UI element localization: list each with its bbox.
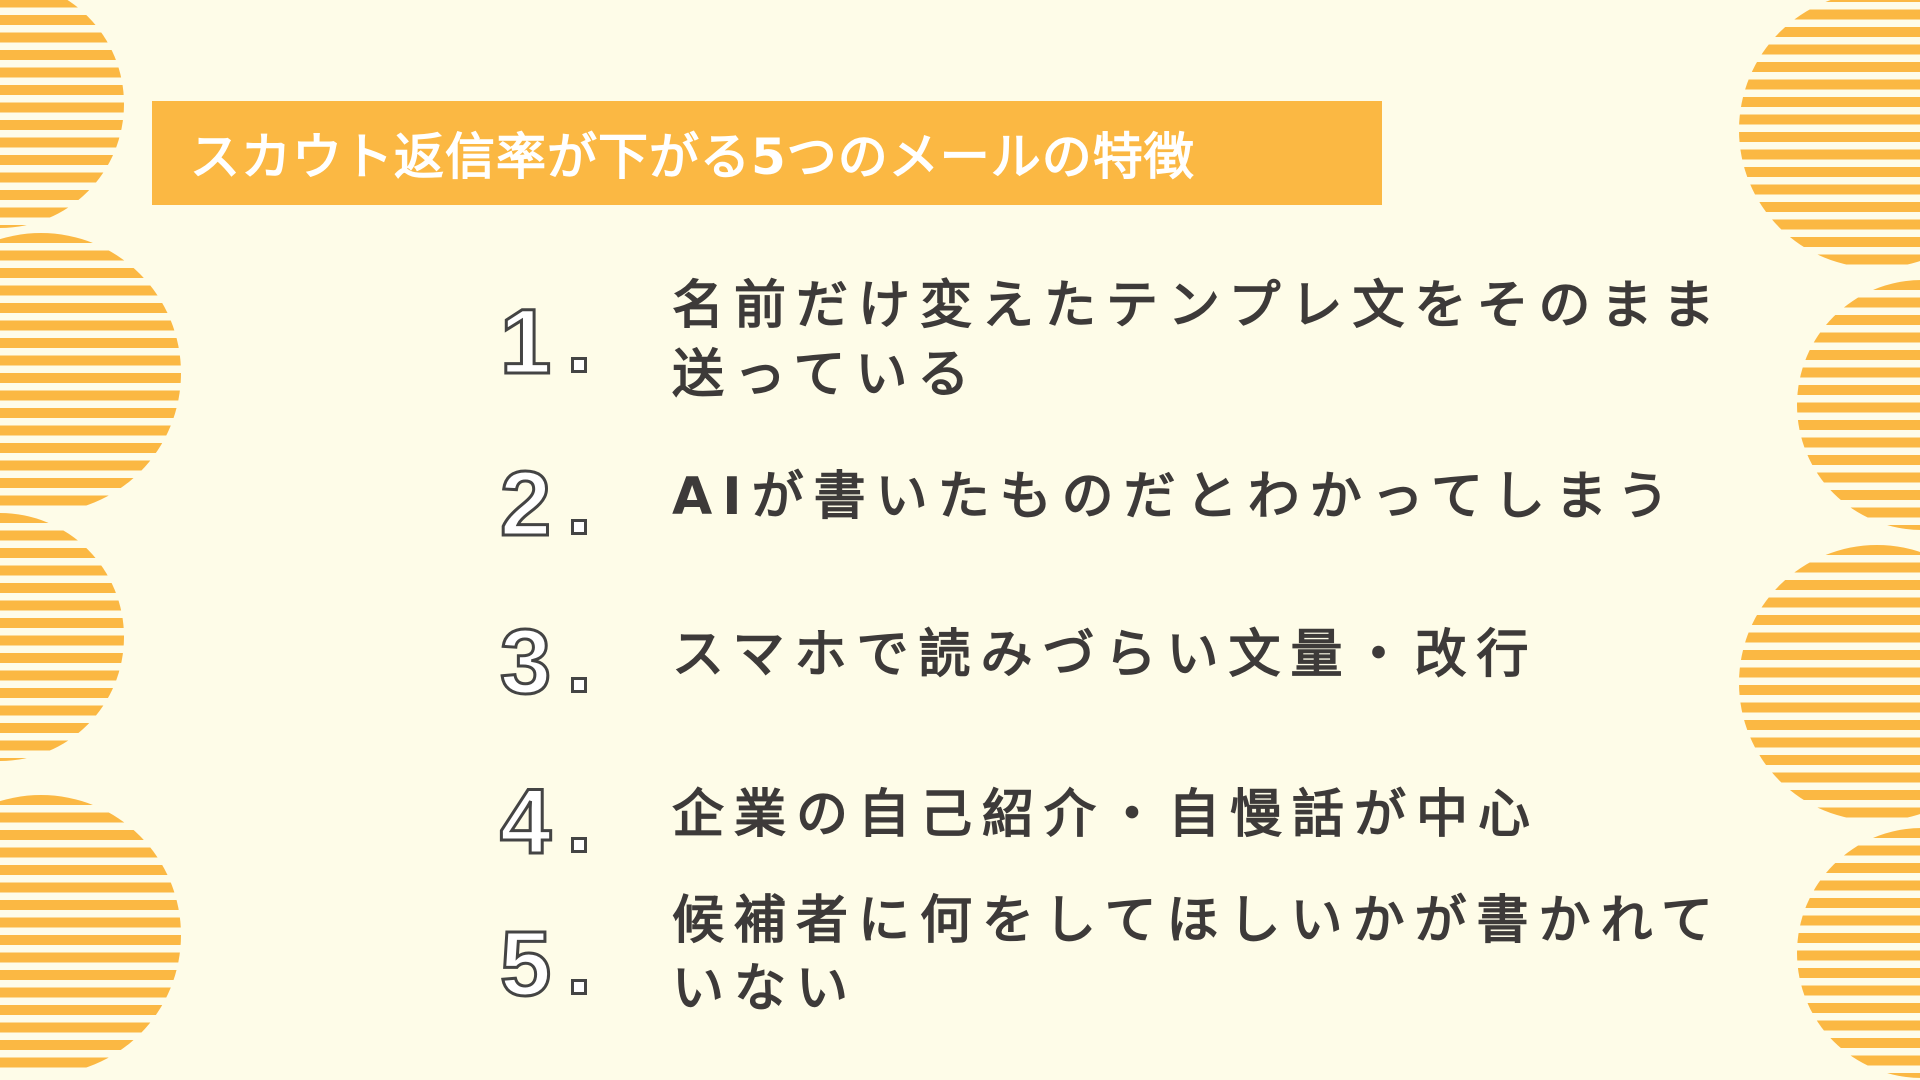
item-text-line: スマホで読みづらい文量・改行	[672, 625, 1539, 685]
striped-circle-decoration	[0, 233, 181, 513]
striped-circle-decoration	[1739, 0, 1920, 268]
item-text-line: 名前だけ変えたテンプレ文をそのまま	[672, 276, 1725, 336]
number-dot-icon	[571, 979, 588, 995]
striped-circle-decoration	[1797, 280, 1920, 530]
number-dot-icon	[571, 677, 588, 693]
title-banner: スカウト返信率が下がる5つのメールの特徴	[152, 101, 1382, 205]
item-text-line: 送っている	[672, 345, 980, 405]
item-text-line: 候補者に何をしてほしいかが書かれて	[672, 891, 1723, 951]
item-number: 2	[498, 457, 588, 552]
striped-circle-decoration	[0, 513, 124, 761]
item-number-digit: 5	[498, 913, 558, 1015]
item-number-digit: 1	[498, 291, 558, 393]
striped-circle-decoration	[0, 795, 181, 1075]
item-number-digit: 3	[498, 611, 558, 713]
striped-circle-decoration	[1739, 545, 1920, 821]
number-dot-icon	[571, 837, 588, 853]
page-title: スカウト返信率が下がる5つのメールの特徴	[190, 128, 1195, 186]
item-number-digit: 2	[498, 453, 558, 555]
number-dot-icon	[571, 519, 588, 535]
number-dot-icon	[571, 357, 588, 373]
striped-circle-decoration	[1797, 828, 1920, 1078]
item-number: 4	[498, 775, 588, 870]
item-number: 3	[498, 615, 588, 710]
item-number: 1	[498, 295, 588, 390]
striped-circle-decoration	[0, 0, 124, 228]
item-text-line: 企業の自己紹介・自慢話が中心	[672, 785, 1541, 845]
item-text-line: AIが書いたものだとわかってしまう	[672, 467, 1679, 527]
item-text-line: いない	[672, 959, 859, 1019]
item-number-digit: 4	[498, 771, 558, 873]
item-number: 5	[498, 917, 588, 1012]
